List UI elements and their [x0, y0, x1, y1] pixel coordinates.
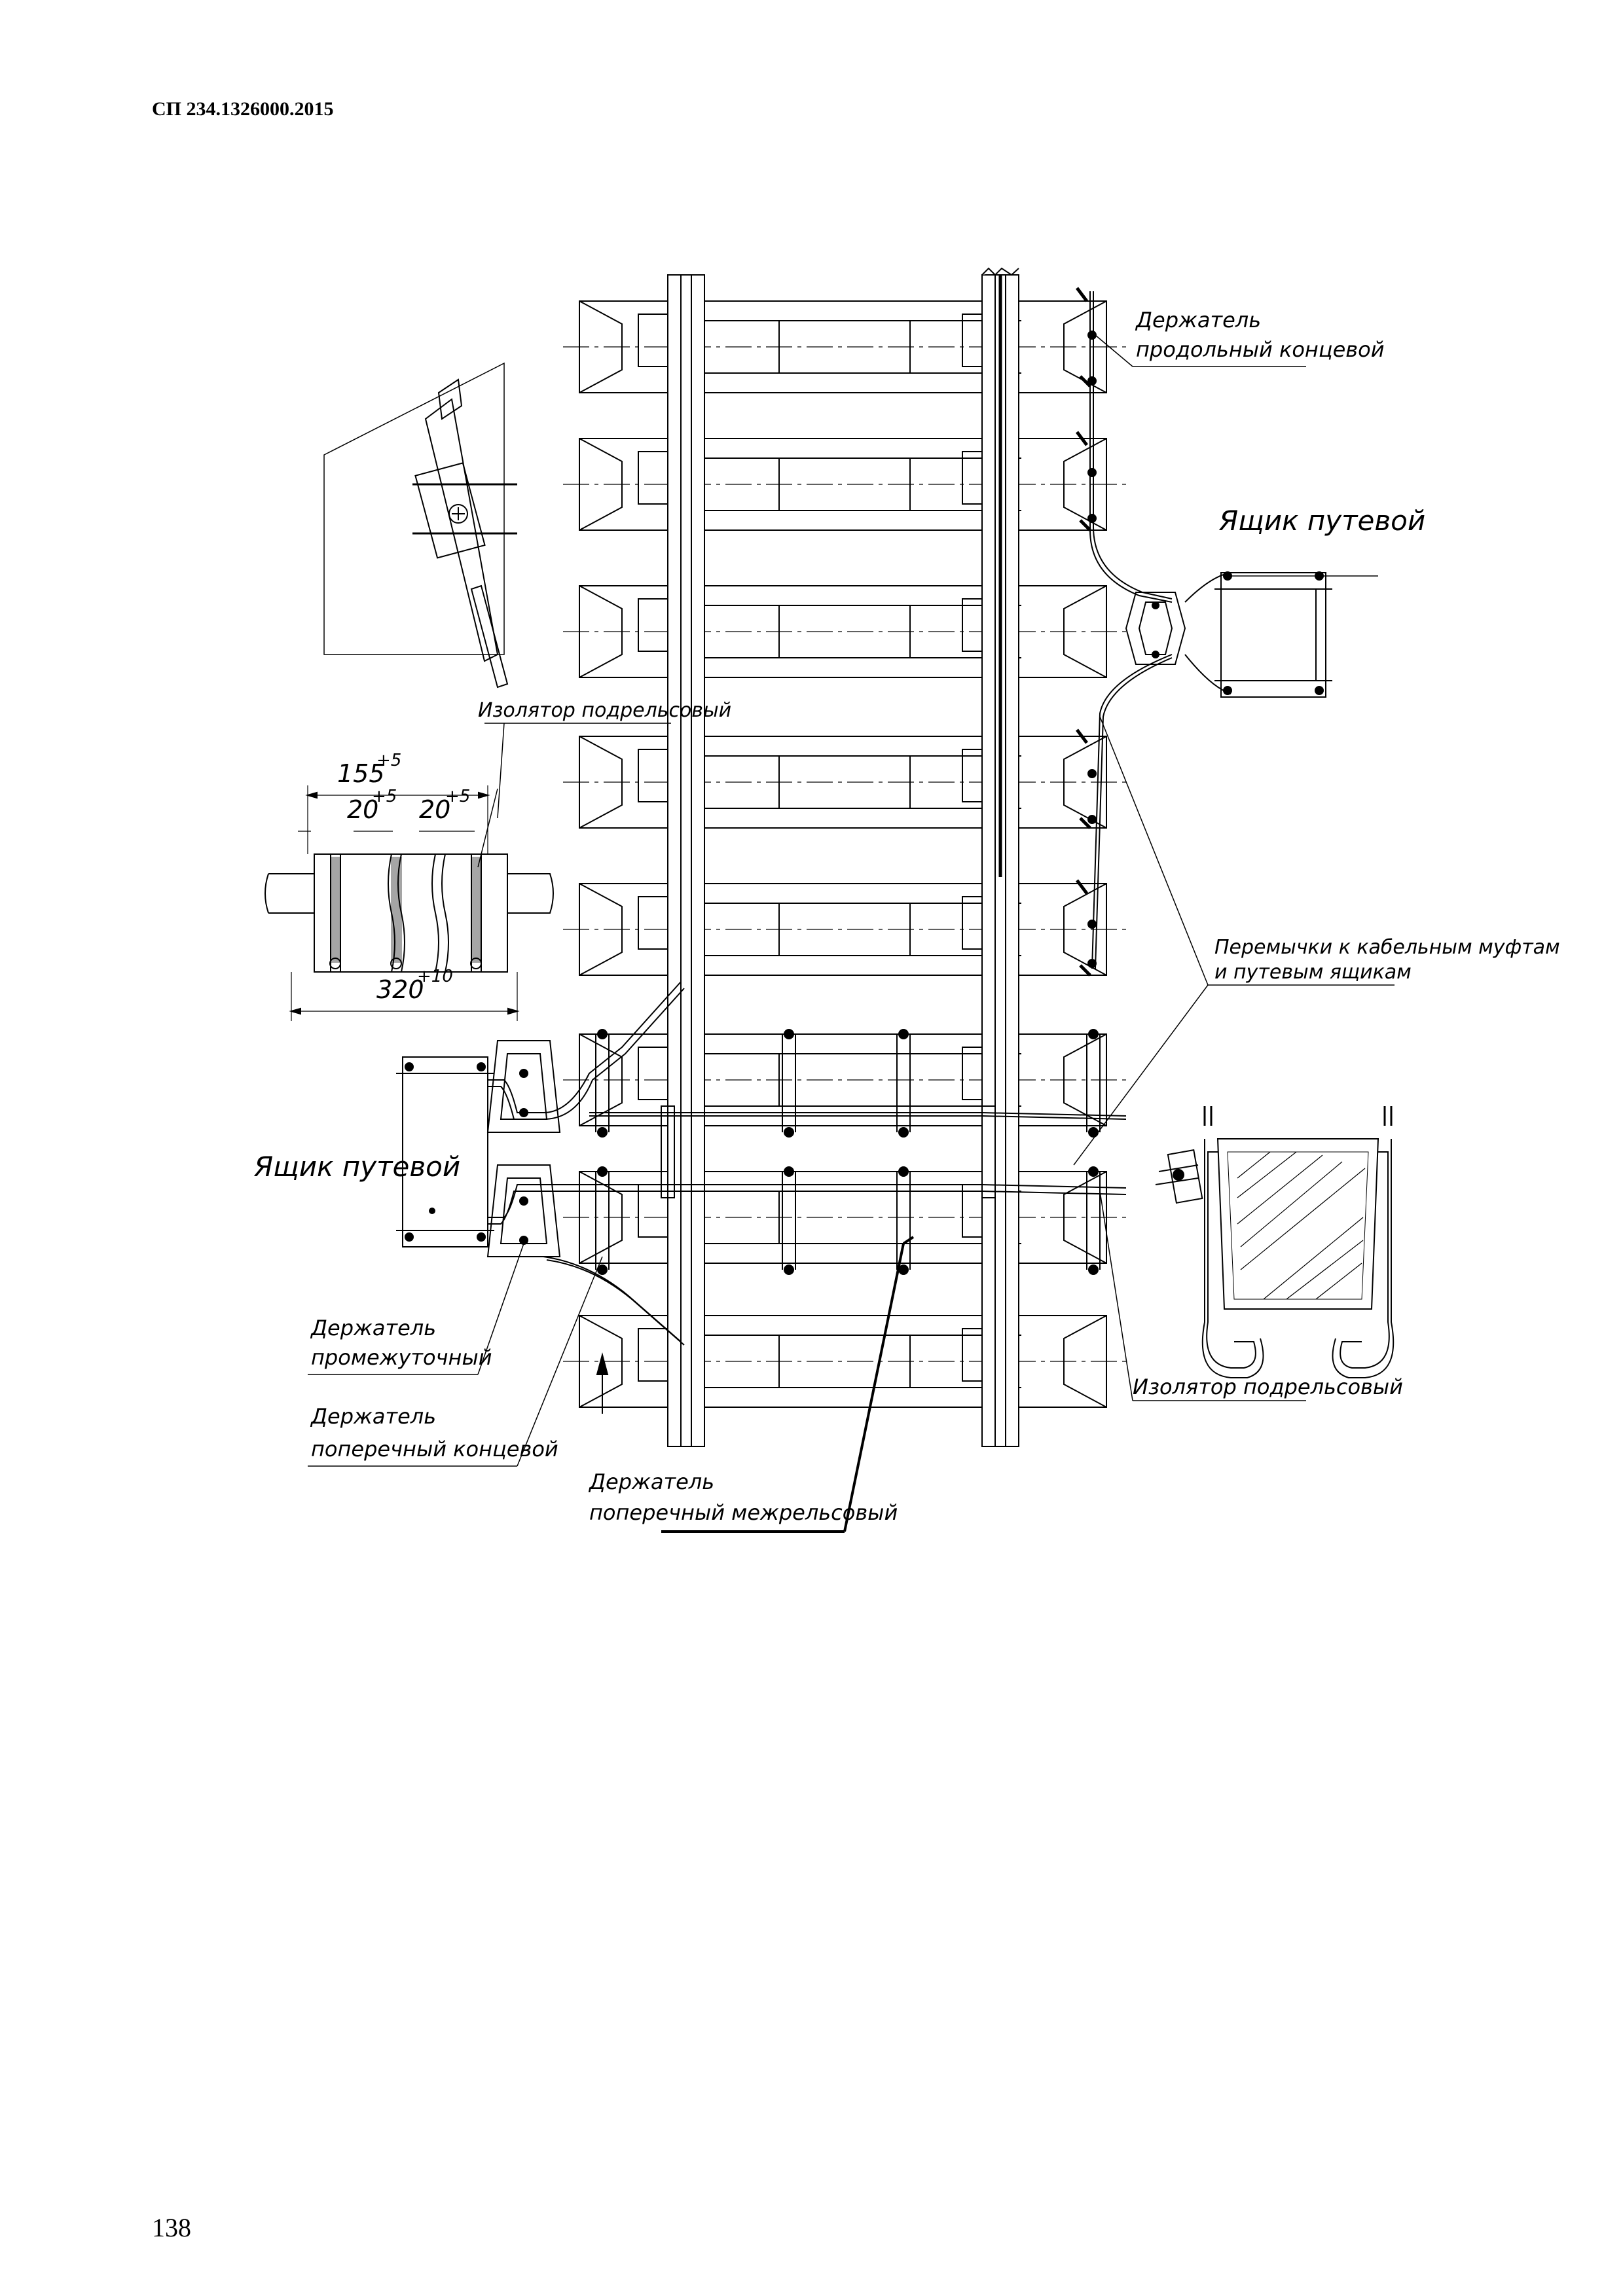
label-holder-long-end-2: продольный концевой — [1136, 337, 1385, 362]
dim-155: 155 — [337, 759, 385, 788]
sleeper — [563, 883, 1126, 976]
label-holder-long-end-1: Держатель — [1135, 308, 1261, 332]
page-number: 138 — [152, 2213, 191, 2242]
left-track-box — [396, 1056, 494, 1247]
detail-view-holder — [323, 362, 517, 689]
right-track-box — [1214, 571, 1332, 698]
label-box-left: Ящик путевой — [253, 1151, 460, 1183]
dimension-labels: 155 +5 20 +5 20 +5 320 +10 — [337, 751, 470, 1004]
dim-155-tol: +5 — [376, 751, 401, 770]
insulator-detail — [264, 785, 554, 1021]
label-holder-interrail-1: Держатель — [588, 1469, 714, 1494]
dim-20a: 20 — [347, 795, 378, 824]
right-rail — [981, 267, 1019, 1447]
sleeper — [563, 438, 1126, 531]
label-holder-interrail-2: поперечный межрельсовый — [589, 1500, 898, 1525]
label-jumpers-2: и путевым ящикам — [1214, 961, 1412, 984]
leader-lines — [308, 334, 1395, 1533]
dim-320: 320 — [376, 975, 424, 1004]
right-connector — [1125, 592, 1186, 665]
label-holder-cross-end-2: поперечный концевой — [311, 1437, 558, 1462]
dim-320-tol: +10 — [417, 967, 453, 986]
rail-cross-section — [1155, 1106, 1395, 1378]
right-holders — [1076, 287, 1097, 977]
rail-joint — [661, 1105, 996, 1198]
label-insulator-bottom: Изолятор подрельсовый — [1133, 1374, 1403, 1399]
label-holder-cross-end-1: Держатель — [310, 1404, 436, 1429]
cross-holders — [595, 1029, 1101, 1275]
label-holder-mid-2: промежуточный — [311, 1345, 492, 1370]
direction-arrow — [596, 1352, 609, 1414]
left-rail — [667, 274, 705, 1447]
sleeper — [563, 585, 1126, 678]
label-holder-mid-1: Держатель — [310, 1316, 436, 1340]
sleeper — [563, 1315, 1126, 1408]
sleeper — [563, 300, 1126, 393]
left-cables — [488, 981, 1127, 1346]
label-jumpers-1: Перемычки к кабельным муфтам — [1214, 936, 1560, 959]
annotation-labels: Держатель продольный концевой Ящик путев… — [253, 308, 1560, 1525]
dim-20b: 20 — [419, 795, 450, 824]
dim-20b-tol: +5 — [445, 787, 470, 806]
sleeper — [563, 736, 1126, 829]
dim-20a-tol: +5 — [372, 787, 397, 806]
sleepers — [563, 300, 1126, 1408]
document-header: СП 234.1326000.2015 — [152, 98, 334, 120]
label-insulator-top: Изолятор подрельсовый — [478, 699, 731, 722]
label-box-right: Ящик путевой — [1218, 505, 1425, 537]
